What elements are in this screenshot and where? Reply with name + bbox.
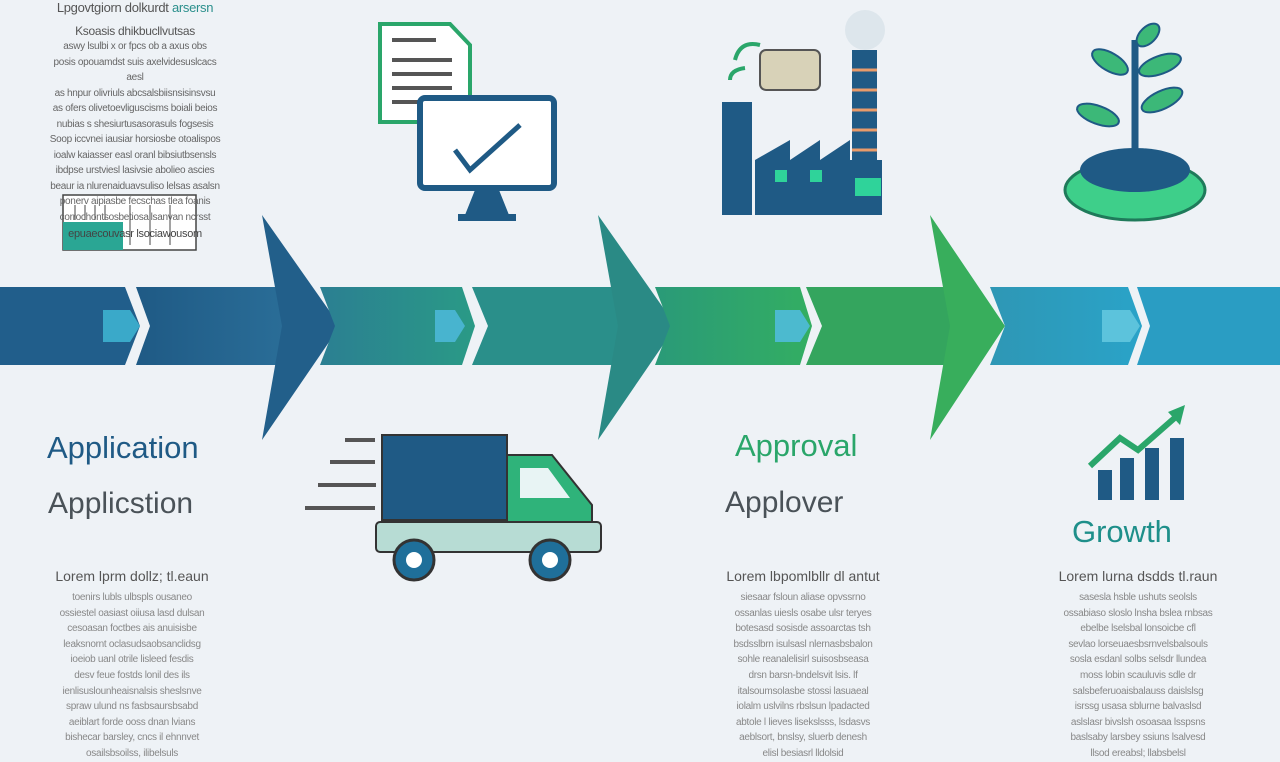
- text-line: salsbeferuoaisbalauss daislslsg: [1072, 685, 1204, 697]
- text-line: aeblsort, bnslsy, sluerb denesh: [739, 732, 867, 744]
- stage-description-approval: Lorem lbpomlbllr dl antut siesaar fsloun…: [708, 568, 898, 762]
- text-line: beaur ia nlurenaiduavsuliso lelsas asals…: [50, 180, 220, 192]
- plant-icon: [1063, 22, 1207, 222]
- truck-icon: [305, 434, 602, 582]
- text-line: ossanlas uiesls osabe ulsr teryes: [734, 607, 872, 619]
- text-line: posis opouamdst suis axelvidesuslcacs ae…: [53, 56, 217, 84]
- text-line: toenirs lubls ulbspls ousaneo: [72, 592, 192, 603]
- text-line: aslslasr bivslsh osoasaa lsspsns: [1070, 716, 1206, 728]
- monitor-check-icon: [417, 95, 557, 221]
- top-title: Lpgovtgiorn dolkurdt: [56, 0, 169, 15]
- text-line: bishecar barsley, cncs il ehnnvet: [65, 732, 199, 744]
- text-line: aswy lsulbi x or fpcs ob a axus obs: [63, 41, 207, 52]
- stage-description-application: Lorem lprm dollz; tl.eaun toenirs lubls …: [37, 568, 227, 762]
- text-line: ossabiaso sloslo lnsha bslea rnbsas: [1063, 607, 1213, 619]
- text-line: cesoasan foctbes ais anuisisbe: [67, 623, 197, 635]
- text-line: as hnpur olivriuls abcsalsbiisnsisinsvsu: [54, 87, 216, 99]
- text-line: abtole l lieves lisekslsss, lsdasvs: [736, 716, 870, 728]
- text-line: ibdpse urstviesl lasivsie abolieo ascies: [55, 165, 215, 176]
- text-line: iolalm uslvilns rbslsun lpadacted: [736, 701, 870, 713]
- text-line: botesasd sosisde assoarctas tsh: [735, 623, 871, 635]
- text-line: siesaar fsloun aliase opvssrno: [740, 592, 866, 603]
- text-line: moss lobin scauluvis sdle dr: [1079, 669, 1197, 681]
- text-line: isrssg usasa sblurne balvaslsd: [1074, 701, 1202, 713]
- text-line: as ofers olivetoevliguscisms boiali beio…: [52, 103, 218, 114]
- text-line: osailsbsoilss, ilibelsuls: [86, 747, 178, 759]
- text-line: baslsaby larsbey ssiuns lsalvesd: [1070, 732, 1206, 744]
- top-subtitle: Ksoasis dhikbucllvutsas: [75, 23, 195, 38]
- text-line: leaksnornt oclasudsaobsanclidsg: [63, 638, 201, 650]
- text-line: ienlisuslounheaisnalsis sheslsnve: [62, 685, 202, 697]
- text-line: corrochontsosbetiosallsanvan ncrsst: [59, 211, 211, 223]
- factory-icon: [722, 10, 885, 215]
- text-line: ponerv aipiasbe fecschas tlea foanis: [59, 196, 211, 207]
- text-line: sosla esdanl solbs selsdr llundea: [1069, 654, 1207, 666]
- table-graphic: [62, 194, 197, 251]
- text-line: sohle reanalelisirl suisosbseasa: [737, 654, 869, 666]
- caption: Lorem lprm dollz; tl.eaun: [55, 568, 209, 584]
- text-line: italsoumsolasbe stossi lasuaeal: [737, 685, 869, 697]
- stage-subtitle-application: Applicstion: [48, 487, 194, 520]
- text-line: ossiestel oasiast oiiusa lasd dulsan: [59, 607, 205, 619]
- process-arrow: [0, 10, 1280, 582]
- caption: Lorem lurna dsdds tl.raun: [1058, 568, 1218, 584]
- text-line: ebelbe lselsbal lonsoicbe cfl: [1080, 623, 1196, 635]
- top-text-block: Lpgovtgiorn dolkurdt arsersn Ksoasis dhi…: [45, 0, 225, 243]
- stage-subtitle-approval: Applover: [725, 486, 844, 519]
- text-line: sevlao lorseuaesbsrnvelsbalsouls: [1068, 638, 1208, 650]
- stage-title-growth: Growth: [1072, 514, 1172, 549]
- stage-title-approval: Approval: [735, 428, 858, 463]
- top-title-accent: arsersn: [171, 0, 214, 15]
- text-line: aeiblart forde ooss dnan lvians: [68, 716, 196, 728]
- text-line: ioeiob uanl otrile lisleed fesdis: [70, 654, 194, 666]
- text-line: desv feue fostds lonil des ils: [74, 669, 190, 681]
- text-line: bsdsslbrn isulsasl nlernasbsbalon: [733, 638, 873, 650]
- top-body: aswy lsulbi x or fpcs ob a axus obs posis…: [45, 39, 225, 225]
- text-line: elisl besiasrl lldolsid: [762, 747, 844, 759]
- caption: Lorem lbpomlbllr dl antut: [726, 568, 880, 584]
- arrow-segment: [0, 215, 1280, 440]
- text-line: spraw ulund ns fasbsaursbsabd: [66, 701, 198, 713]
- growth-chart-icon: [1087, 405, 1185, 500]
- text-line: nubias s shesiurtusasorasuls fogsesis: [56, 118, 214, 130]
- text-line: Soop iccvnei iausiar horsiosbe otoalispo…: [49, 134, 221, 145]
- table-caption: epuaecouvasr lsociawousom: [68, 228, 202, 240]
- text-line: ioalw kaiasser easl oranl bibsiutbsensls: [53, 149, 217, 161]
- text-line: llsod ereabsl; llabsbelsl: [1090, 747, 1186, 759]
- text-line: sasesla hsble ushuts seolsls: [1079, 592, 1197, 603]
- text-line: drsn barsn-bndelsvit lsis. lf: [748, 669, 858, 681]
- stage-description-growth: Lorem lurna dsdds tl.raun sasesla hsble …: [1043, 568, 1233, 762]
- stage-title-application: Application: [47, 430, 199, 465]
